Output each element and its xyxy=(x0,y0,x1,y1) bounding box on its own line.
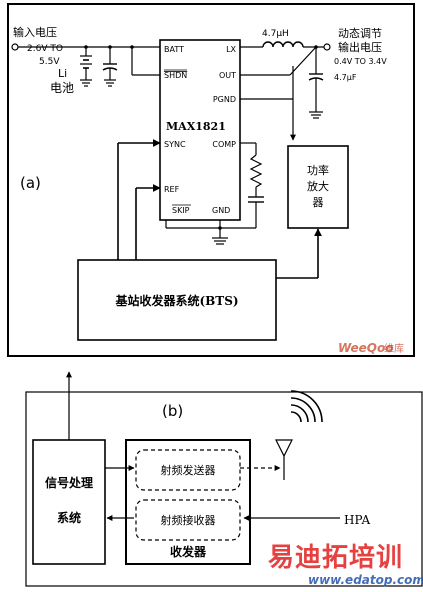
panel-b-frame xyxy=(25,391,423,587)
capacitor-value: 4.7μF xyxy=(334,73,357,82)
rf-receiver-label: 射频接收器 xyxy=(161,513,216,527)
pin-gnd: GND xyxy=(212,206,230,215)
hpa-label: HPA xyxy=(344,513,370,527)
output-capacitor xyxy=(308,47,324,119)
antenna-icon xyxy=(275,439,293,480)
signal-processing-box xyxy=(32,439,106,565)
pin-shdn: SHDN xyxy=(164,71,187,80)
pin-batt: BATT xyxy=(164,45,184,54)
watermark-suffix: 维库 xyxy=(384,342,404,355)
signal-box-line2: 系统 xyxy=(57,510,81,525)
pin-out: OUT xyxy=(219,71,236,80)
pin-comp: COMP xyxy=(212,140,236,149)
battery-symbol xyxy=(80,47,92,87)
input-terminal xyxy=(11,43,19,51)
radio-waves-icon xyxy=(290,390,323,423)
logo-watermark: 易迪拓培训 www.edatop.com xyxy=(268,543,423,587)
signal-box-line1: 信号处理 xyxy=(45,475,93,490)
pin-sync: SYNC xyxy=(164,140,186,149)
comp-rc-network xyxy=(240,142,264,228)
logo-url: www.edatop.com xyxy=(308,573,423,587)
pin-skip: SKIP xyxy=(172,206,190,215)
panel-a-frame xyxy=(7,3,415,357)
input-range-top: 2.6V TO xyxy=(27,44,63,54)
input-capacitor xyxy=(102,47,118,87)
chip-name: MAX1821 xyxy=(166,120,226,133)
pin-ref: REF xyxy=(164,185,180,194)
bts-box xyxy=(77,259,277,341)
rf-transmitter-box xyxy=(135,449,241,491)
power-amplifier-box xyxy=(287,145,349,229)
panel-a-label: (a) xyxy=(20,174,41,192)
rf-receiver-box xyxy=(135,499,241,541)
rf-transmitter-label: 射频发送器 xyxy=(161,463,216,477)
input-voltage-title: 输入电压 xyxy=(13,25,57,39)
pin-pgnd: PGND xyxy=(213,95,236,104)
amplifier-line3: 器 xyxy=(313,196,324,209)
battery-label-bottom: 电池 xyxy=(50,81,74,95)
output-range: 0.4V TO 3.4V xyxy=(334,57,387,66)
inductor-value: 4.7μH xyxy=(262,29,289,39)
panel-a: 输入电压 2.6V TO 5.5V Li 电池 xyxy=(7,3,415,357)
panel-b-label: (b) xyxy=(162,402,183,420)
transceiver-label: 收发器 xyxy=(170,544,207,559)
watermark-brand: WeeQoo xyxy=(338,341,393,355)
output-title-bottom: 输出电压 xyxy=(338,40,382,54)
inductor-symbol xyxy=(262,41,304,48)
input-range-bottom: 5.5V xyxy=(39,57,60,67)
pin-lx: LX xyxy=(226,45,236,54)
panel-b: (b) 信号处理 系统 收发器 射频发送器 射频接收器 xyxy=(25,371,423,587)
output-title-top: 动态调节 xyxy=(338,27,382,40)
amplifier-line1: 功率 xyxy=(307,163,329,177)
logo-text: 易迪拓培训 xyxy=(268,543,403,573)
bts-label: 基站收发器系统(BTS) xyxy=(114,293,238,308)
amplifier-line2: 放大 xyxy=(307,179,329,193)
output-terminal xyxy=(323,43,331,51)
battery-label-top: Li xyxy=(58,67,67,80)
